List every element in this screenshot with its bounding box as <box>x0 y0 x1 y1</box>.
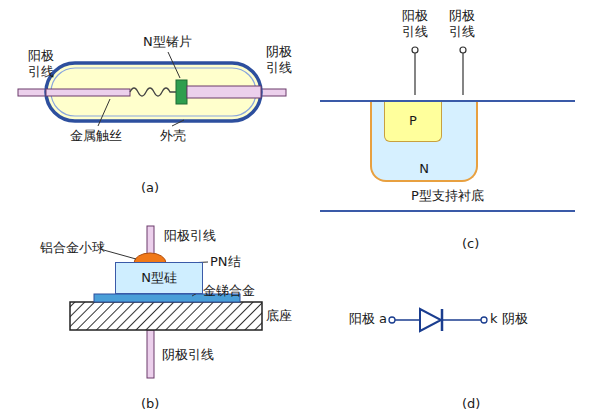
region-label: N型硅 <box>141 270 177 286</box>
part-label: 金锑合金 <box>203 283 255 299</box>
region-label: P型支持衬底 <box>411 188 484 204</box>
part-label: 阳极引线 <box>164 228 216 244</box>
part-label: 金属触丝 <box>70 128 122 144</box>
chip-holder <box>187 86 261 98</box>
diode-bar <box>441 309 444 331</box>
base <box>70 302 262 330</box>
terminal <box>481 317 487 323</box>
part-label: 阴极 引线 <box>449 8 479 41</box>
part-label: 铝合金小球 <box>40 240 105 256</box>
cathode-lead <box>462 53 463 95</box>
anode-lead <box>414 53 415 95</box>
point-contact-diode <box>18 52 286 126</box>
substrate-region: P型支持衬底NP <box>320 100 575 212</box>
part-label: PN结 <box>210 254 241 270</box>
part-label: 阳极 a <box>349 311 387 327</box>
diode-symbol <box>389 309 487 331</box>
glass-shell <box>46 63 261 121</box>
part-label: 外壳 <box>160 128 186 144</box>
terminal <box>389 317 395 323</box>
terminal <box>412 47 418 53</box>
part-label: N型锗片 <box>143 34 192 50</box>
leader-line <box>100 249 136 259</box>
leader-line <box>98 99 110 126</box>
part-label: (d) <box>462 396 480 412</box>
leader-line <box>168 52 180 78</box>
part-label: 阴极 引线 <box>266 44 296 77</box>
part-label: 阴极引线 <box>162 347 214 363</box>
planar-diode-leads <box>412 47 466 95</box>
part-label: 底座 <box>266 308 292 324</box>
part-label: k 阴极 <box>490 311 528 327</box>
part-label: (a) <box>141 180 159 196</box>
terminal <box>460 47 466 53</box>
n-region: NP <box>370 102 478 182</box>
region-label: P <box>409 113 417 129</box>
inner-anode-wire <box>46 89 130 96</box>
diode-triangle <box>420 309 441 331</box>
part-label: 阳极 引线 <box>402 8 432 41</box>
p-region: P <box>384 102 442 142</box>
part-label: 阳极 引线 <box>28 48 58 81</box>
cathode-lead <box>147 330 154 378</box>
part-label: (b) <box>141 396 159 412</box>
germanium-chip <box>176 80 187 104</box>
leader-line <box>172 120 184 126</box>
metal-whisker <box>130 88 176 96</box>
region-label: N <box>419 161 429 177</box>
n-silicon-box: N型硅 <box>115 262 203 294</box>
part-label: (c) <box>462 236 479 252</box>
